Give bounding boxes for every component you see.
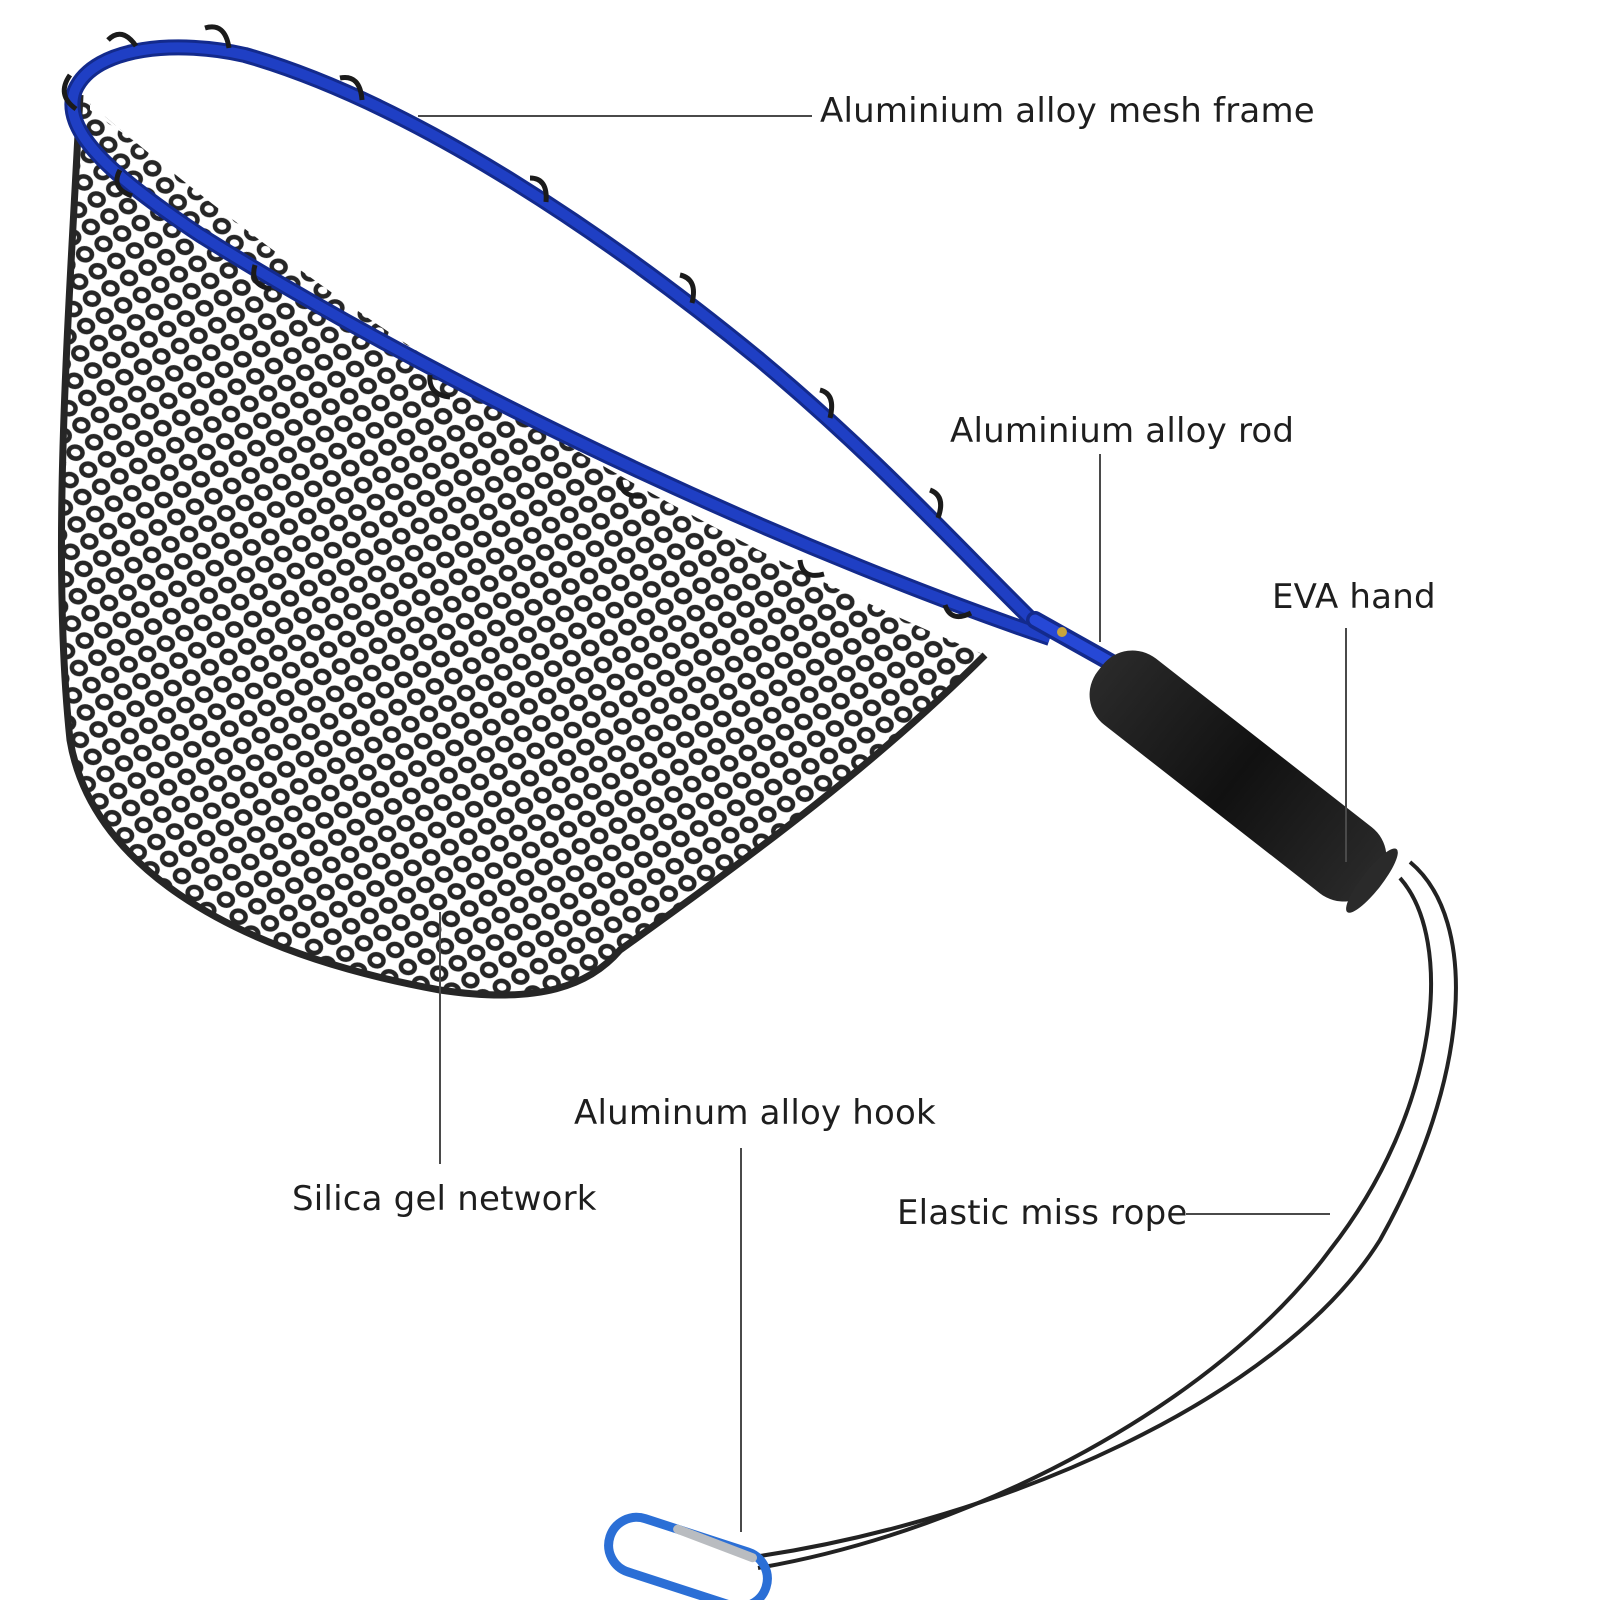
label-alloy-hook: Aluminum alloy hook	[574, 1093, 936, 1133]
label-alloy-rod: Aluminium alloy rod	[950, 411, 1295, 451]
label-silica-gel-network: Silica gel network	[292, 1179, 597, 1219]
mesh-frame	[61, 24, 1056, 646]
carabiner-hook	[604, 1512, 772, 1605]
eva-handle	[1089, 650, 1398, 913]
leader-lines	[418, 115, 1347, 1532]
alloy-rod	[1026, 611, 1119, 671]
label-mesh-frame: Aluminium alloy mesh frame	[820, 91, 1315, 131]
elastic-rope	[757, 860, 1458, 1570]
label-eva-hand: EVA hand	[1272, 577, 1436, 617]
label-elastic-rope: Elastic miss rope	[897, 1193, 1188, 1233]
